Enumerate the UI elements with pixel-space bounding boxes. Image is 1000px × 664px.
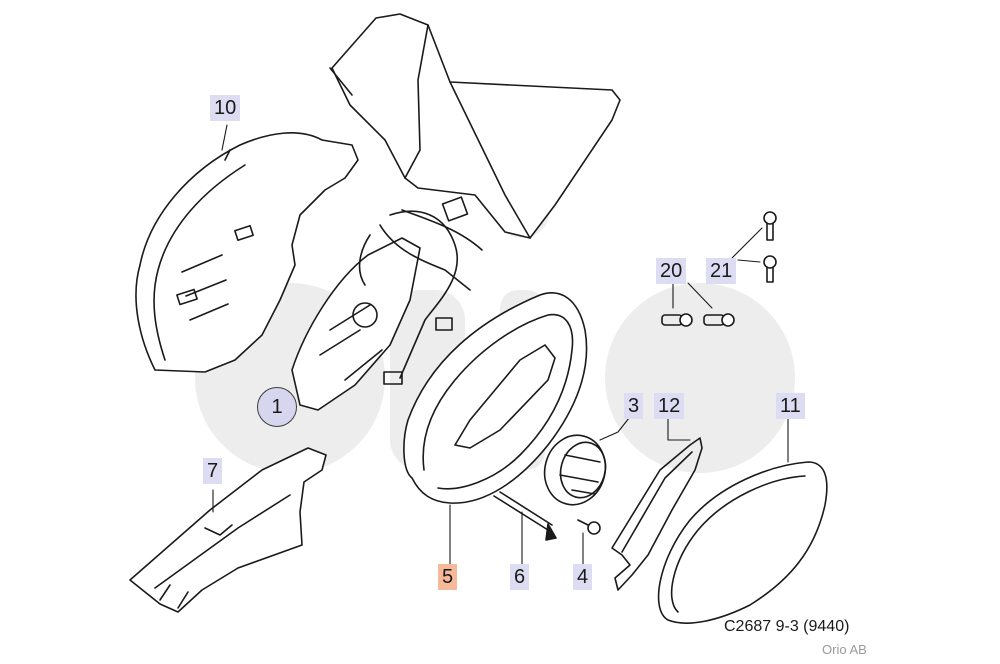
part-10-mirror-cover: [135, 132, 359, 373]
callout-4: 4: [573, 564, 593, 590]
part-20-screws: [661, 313, 735, 327]
callout-1: 1: [257, 387, 297, 427]
callout-21: 21: [706, 258, 737, 284]
credit-text: Orio AB: [822, 642, 867, 657]
part-21-screws: [763, 211, 777, 283]
part-12-mirror-frame: [611, 437, 703, 591]
callout-6: 6: [510, 564, 530, 590]
leader-lines: [212, 124, 789, 567]
callout-11: 11: [776, 393, 805, 419]
callout-10: 10: [210, 95, 241, 121]
diagram-caption: C2687 9-3 (9440): [724, 618, 850, 635]
callout-7: 7: [203, 458, 223, 484]
part-4-small-screw: [577, 519, 601, 535]
part-5-backing-plate: [403, 292, 588, 504]
part-3-actuator: [543, 434, 607, 506]
part-6-long-screw: [493, 491, 557, 541]
callout-20: 20: [656, 258, 687, 284]
callout-12: 12: [654, 393, 685, 419]
callout-5-highlighted: 5: [438, 564, 458, 590]
mirror-housing-arm: [329, 13, 621, 239]
part-1-mirror-motor: [291, 196, 483, 411]
callout-3: 3: [624, 393, 644, 419]
part-11-mirror-glass: [657, 461, 828, 624]
part-7-lower-trim: [129, 447, 327, 613]
